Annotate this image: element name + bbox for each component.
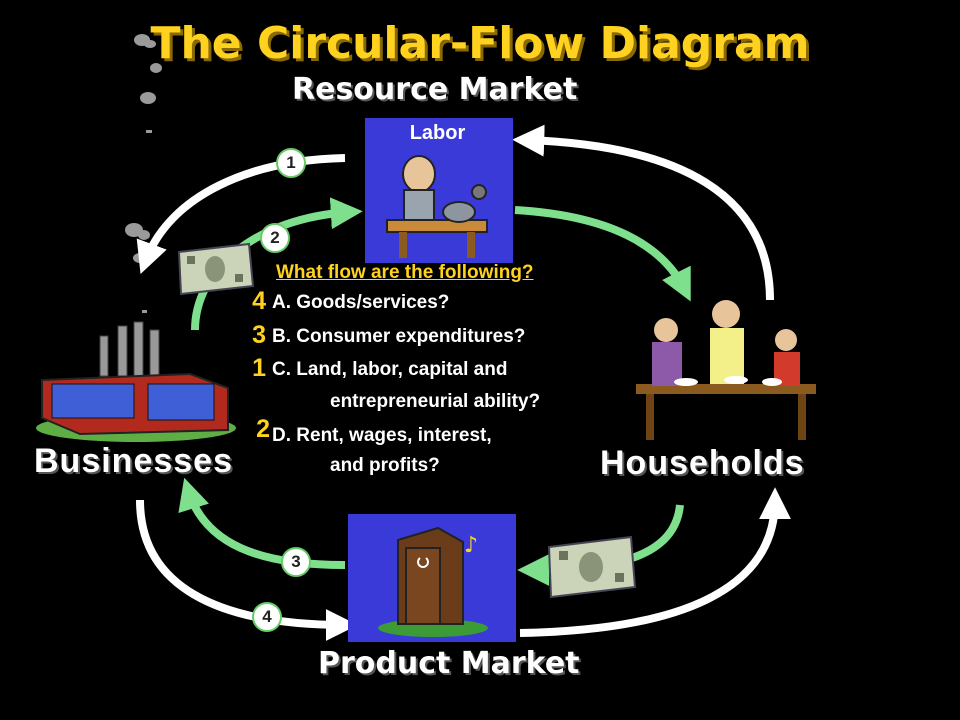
labor-label: Labor [409, 122, 466, 144]
flow-4-arrow [136, 499, 358, 641]
households-label: Households [600, 444, 805, 482]
dollar-bill-top [177, 242, 255, 296]
household-illustration [636, 300, 816, 440]
product-market-label: Product Market [318, 646, 580, 681]
question-b: B. Consumer expenditures? [272, 326, 526, 347]
flow-1-arrow [136, 154, 346, 274]
worker-illustration [386, 155, 488, 258]
question-a: A. Goods/services? [272, 292, 450, 313]
answer-b: 3 [252, 321, 266, 349]
product-panel: ♪ [348, 514, 516, 642]
question-d-line2: and profits? [330, 455, 440, 476]
businesses-label: Businesses [34, 442, 233, 480]
flow-number-1: 1 [286, 153, 296, 172]
page-title: The Circular-Flow Diagram [150, 18, 810, 69]
flow-3-arrow [178, 477, 346, 569]
dollar-bill-bottom [547, 535, 637, 599]
resource-market-label: Resource Market [292, 72, 578, 107]
resource-to-household-arrow [514, 206, 691, 302]
question-c-line1: C. Land, labor, capital and [272, 359, 508, 380]
question-c-line2: entrepreneurial ability? [330, 391, 541, 412]
factory-illustration [36, 321, 236, 442]
question-heading: What flow are the following? [276, 262, 534, 283]
answer-a: 4 [252, 287, 266, 315]
outhouse-illustration: ♪ [378, 526, 488, 637]
flow-number-2: 2 [270, 228, 280, 247]
flow-number-3: 3 [291, 552, 301, 571]
answer-c: 1 [252, 354, 266, 382]
household-to-resource-arrow [512, 124, 774, 301]
answer-d: 2 [256, 415, 270, 443]
question-d-line1: D. Rent, wages, interest, [272, 425, 492, 446]
labor-panel: Labor [365, 118, 513, 263]
flow-number-4: 4 [262, 607, 272, 626]
product-to-household-arrow [519, 487, 791, 637]
svg-text:♪: ♪ [464, 533, 478, 558]
